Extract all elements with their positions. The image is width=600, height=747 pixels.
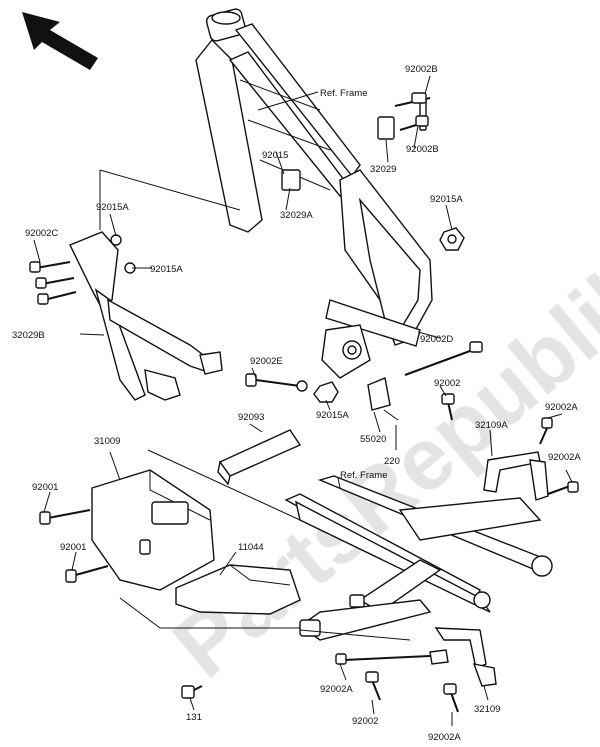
nut-92015A [439,227,465,251]
leader-lines [33,75,573,726]
label-220: 220 [384,456,400,467]
label-92002: 92002 [352,716,378,727]
main-frame [195,8,433,379]
part-labels: Ref. Frame 92002B 92002B 92015 32029 320… [12,64,581,743]
label-32109A: 32109A [475,420,508,431]
bracket-32109 [335,627,497,713]
label-92002A: 92002A [548,452,581,463]
label-92002A: 92002A [428,732,461,743]
part-55020 [367,377,399,421]
label-92015A: 92015A [316,410,349,421]
label-92002B: 92002B [405,64,438,75]
label-92001: 92001 [60,542,86,553]
label-ref-frame-top: Ref. Frame [320,88,368,99]
label-55020: 55020 [360,434,386,445]
part-92093 [217,429,302,486]
label-92015A: 92015A [150,264,183,275]
label-92093: 92093 [238,412,264,423]
label-92002A: 92002A [320,684,353,695]
bolt-92002E [245,373,308,392]
bolt-92002-right [441,393,455,421]
label-ref-frame-mid: Ref. Frame [340,470,388,481]
sub-frame [284,475,553,641]
label-32109: 32109 [474,704,500,715]
label-31009: 31009 [94,436,120,447]
label-32029B: 32029B [12,330,45,341]
label-92002B: 92002B [406,144,439,155]
battery-box-31009 [39,469,215,591]
bolt-92002B [394,92,431,131]
label-92015A: 92015A [430,194,463,205]
label-32029A: 32029A [280,210,313,221]
cover-11044 [175,564,301,615]
label-92002C: 92002C [25,228,58,239]
nut-92015A-bottom [313,381,339,403]
label-92002D: 92002D [420,334,453,345]
bolt-131 [181,685,203,699]
label-32029: 32029 [370,164,396,175]
label-92002E: 92002E [250,356,283,367]
bracket-32109A [483,417,579,501]
arrow-up-left-icon [22,12,98,70]
label-92015A: 92015A [96,202,129,213]
bolt-92002D [404,341,483,376]
label-131: 131 [186,712,202,723]
label-92015: 92015 [262,150,288,161]
label-92002: 92002 [434,378,460,389]
label-92002A: 92002A [545,402,578,413]
label-11044: 11044 [238,542,264,553]
bracket-32029B [29,231,223,401]
label-92001: 92001 [32,482,58,493]
